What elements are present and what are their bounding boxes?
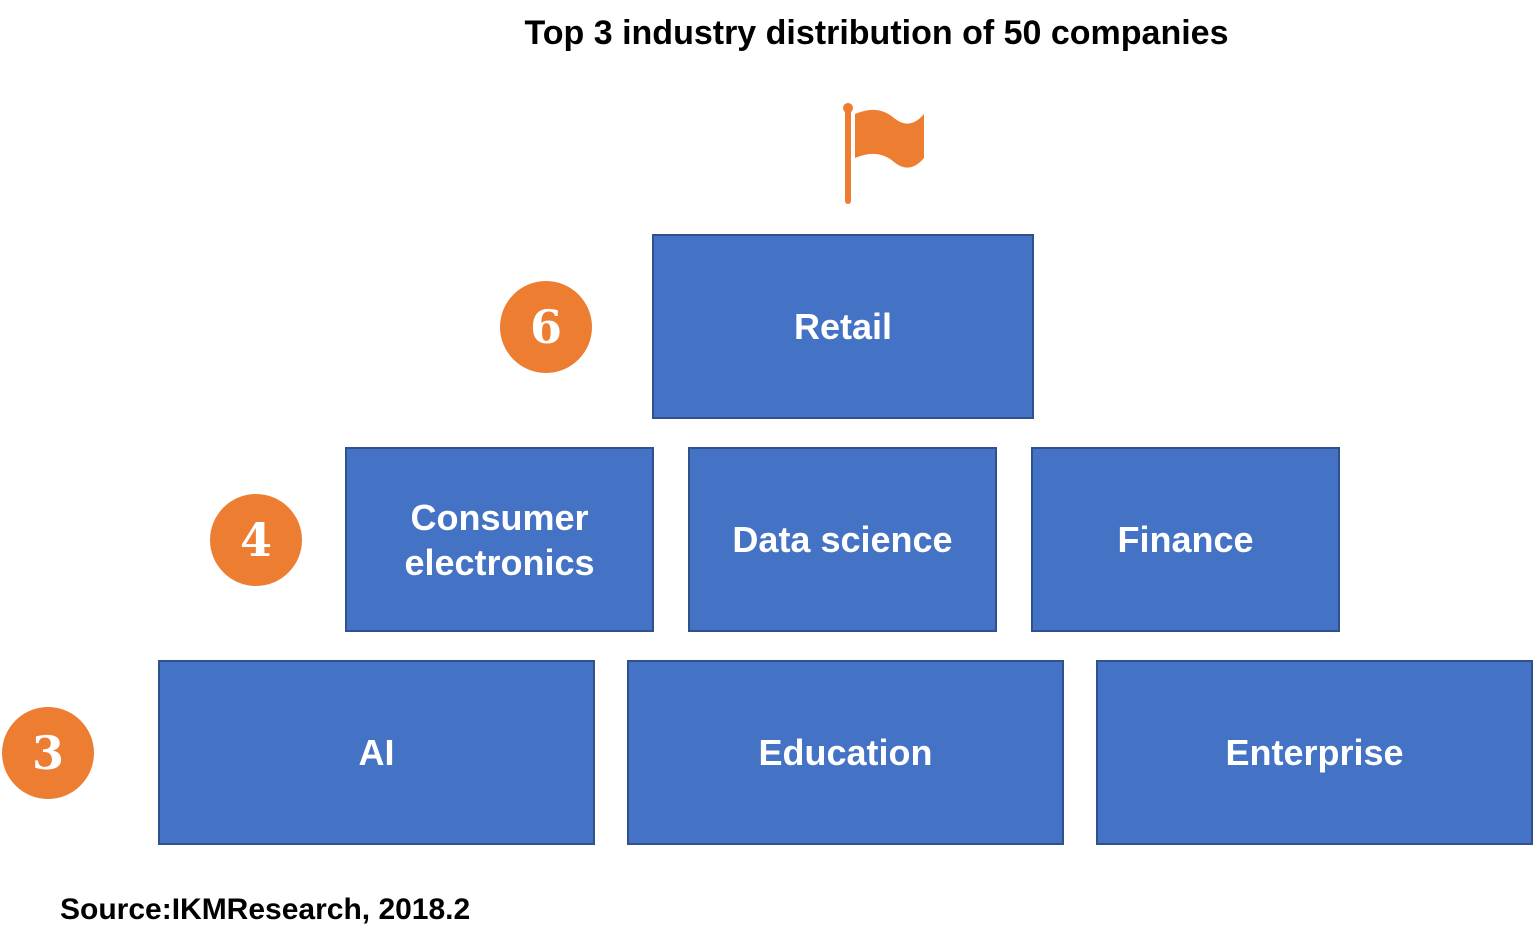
industry-box-finance: Finance (1031, 447, 1340, 632)
tier-2-count-badge: 4 (210, 494, 302, 586)
industry-box-consumer-electronics: Consumer electronics (345, 447, 654, 632)
diagram-title: Top 3 industry distribution of 50 compan… (524, 14, 1229, 52)
tier-1-count-badge: 6 (500, 281, 592, 373)
industry-box-ai: AI (158, 660, 595, 845)
source-note: Source:IKMResearch, 2018.2 (60, 893, 471, 926)
flag-icon (843, 103, 924, 204)
industry-box-enterprise: Enterprise (1096, 660, 1533, 845)
industry-box-retail: Retail (652, 234, 1034, 419)
industry-box-education: Education (627, 660, 1064, 845)
industry-box-data-science: Data science (688, 447, 997, 632)
tier-3-count-badge: 3 (2, 707, 94, 799)
